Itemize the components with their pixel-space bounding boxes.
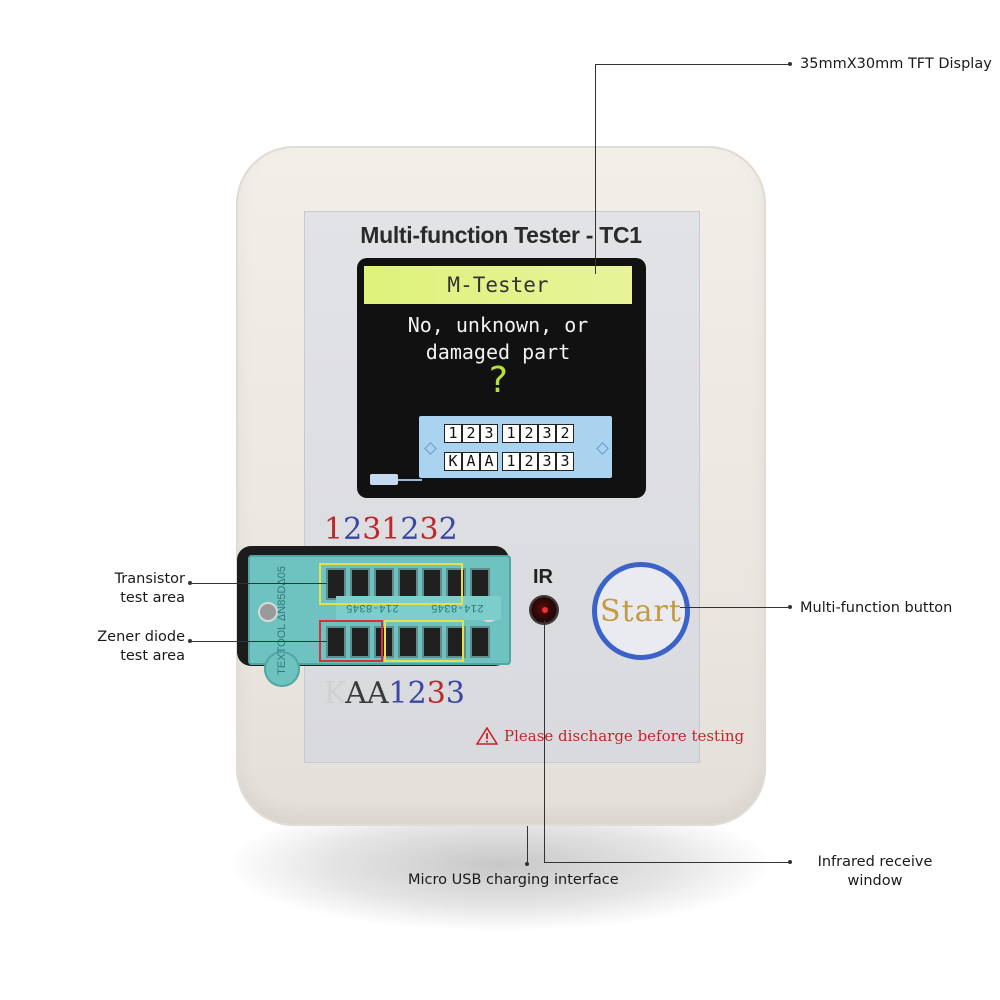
- screw-icon: [258, 602, 278, 622]
- socket-digit: A: [366, 676, 389, 711]
- pin-cell: 3: [538, 452, 556, 471]
- callout-display-label: 35mmX30mm TFT Display: [800, 56, 992, 72]
- socket-digit: 3: [445, 676, 465, 711]
- socket-hole: [446, 626, 466, 658]
- transistor-area-outline: [319, 563, 463, 605]
- callout-transistor-label: Transistor test area: [114, 571, 185, 606]
- callout-dot: [188, 639, 192, 643]
- socket-hole: [398, 626, 418, 658]
- socket-digit: 2: [343, 512, 363, 547]
- socket-digit: 3: [362, 512, 382, 547]
- socket-digit: 1: [388, 676, 408, 711]
- warning-text: Please discharge before testing: [504, 727, 745, 745]
- callout-line-usb: [527, 826, 528, 866]
- discharge-warning: Please discharge before testing: [476, 727, 744, 745]
- ir-sensor-dot: [542, 607, 548, 613]
- callout-line-display: [595, 64, 596, 274]
- socket-hole: [350, 626, 370, 658]
- pin-cell: A: [480, 452, 498, 471]
- socket-hole: [470, 626, 490, 658]
- socket-hole: [422, 626, 442, 658]
- socket-digit: 3: [426, 676, 446, 711]
- socket-digit: A: [345, 676, 367, 711]
- screen-message-line-2: damaged part: [425, 340, 571, 364]
- screen-question-mark: ?: [487, 360, 509, 401]
- socket-digit: 2: [438, 512, 458, 547]
- screen-header: M-Tester: [364, 266, 632, 304]
- warning-triangle-icon: [476, 727, 498, 745]
- pin-row-top: 1 2 3 1 2 3 2: [444, 424, 578, 443]
- callout-usb-label: Micro USB charging interface: [408, 872, 619, 888]
- socket-hole: [326, 626, 346, 658]
- socket-digit: 1: [381, 512, 401, 547]
- callout-dot: [788, 62, 792, 66]
- socket-digit: 3: [419, 512, 439, 547]
- socket-digit: 2: [407, 676, 427, 711]
- callout-line-zener: [192, 641, 327, 642]
- pin-cell: 3: [556, 452, 574, 471]
- pin-cell: 3: [538, 424, 556, 443]
- pin-cell: 2: [556, 424, 574, 443]
- pin-cell: A: [462, 452, 480, 471]
- socket-holes-bottom: [326, 626, 490, 658]
- callout-dot: [188, 581, 192, 585]
- socket-area-outline: [384, 620, 464, 662]
- callout-dot: [525, 862, 529, 866]
- pin-cell: 1: [502, 424, 520, 443]
- zener-area-outline: [319, 620, 383, 662]
- callout-infrared-label: Infrared receive window: [817, 854, 933, 889]
- start-button-label: Start: [600, 593, 682, 629]
- zif-lever-handle[interactable]: [264, 651, 300, 687]
- callout-line-display-h: [595, 64, 790, 65]
- socket-digit: 1: [324, 512, 344, 547]
- socket-digit: 2: [400, 512, 420, 547]
- battery-icon: [370, 474, 398, 485]
- device-title: Multi-function Tester - TC1: [360, 222, 642, 248]
- socket-digit: K: [324, 676, 346, 711]
- socket-digits-bottom: KAA1233: [324, 676, 465, 711]
- socket-center-strip: 214-8345 214-8345: [336, 596, 501, 620]
- socket-digits-top: 1231232: [324, 512, 458, 547]
- pin-cell: 3: [480, 424, 498, 443]
- pin-row-bottom: K A A 1 2 3 3: [444, 452, 578, 471]
- callout-dot: [788, 860, 792, 864]
- callout-button-label: Multi-function button: [800, 600, 953, 616]
- screen-message-line-1: No, unknown, or: [407, 313, 589, 337]
- ir-label: IR: [533, 566, 553, 588]
- pin-cell: 1: [444, 424, 462, 443]
- pin-cell: 2: [520, 452, 538, 471]
- callout-zener-label: Zener diode test area: [97, 629, 185, 664]
- pin-cell: K: [444, 452, 462, 471]
- callout-dot: [788, 605, 792, 609]
- callout-line-transistor: [192, 583, 327, 584]
- callout-line-button: [680, 607, 790, 608]
- battery-level-bar: [398, 479, 422, 481]
- callout-line-infrared-h: [544, 862, 790, 863]
- pin-cell: 2: [520, 424, 538, 443]
- callout-line-infrared: [544, 620, 545, 863]
- pin-cell: 1: [502, 452, 520, 471]
- start-button[interactable]: Start: [592, 562, 690, 660]
- pin-cell: 2: [462, 424, 480, 443]
